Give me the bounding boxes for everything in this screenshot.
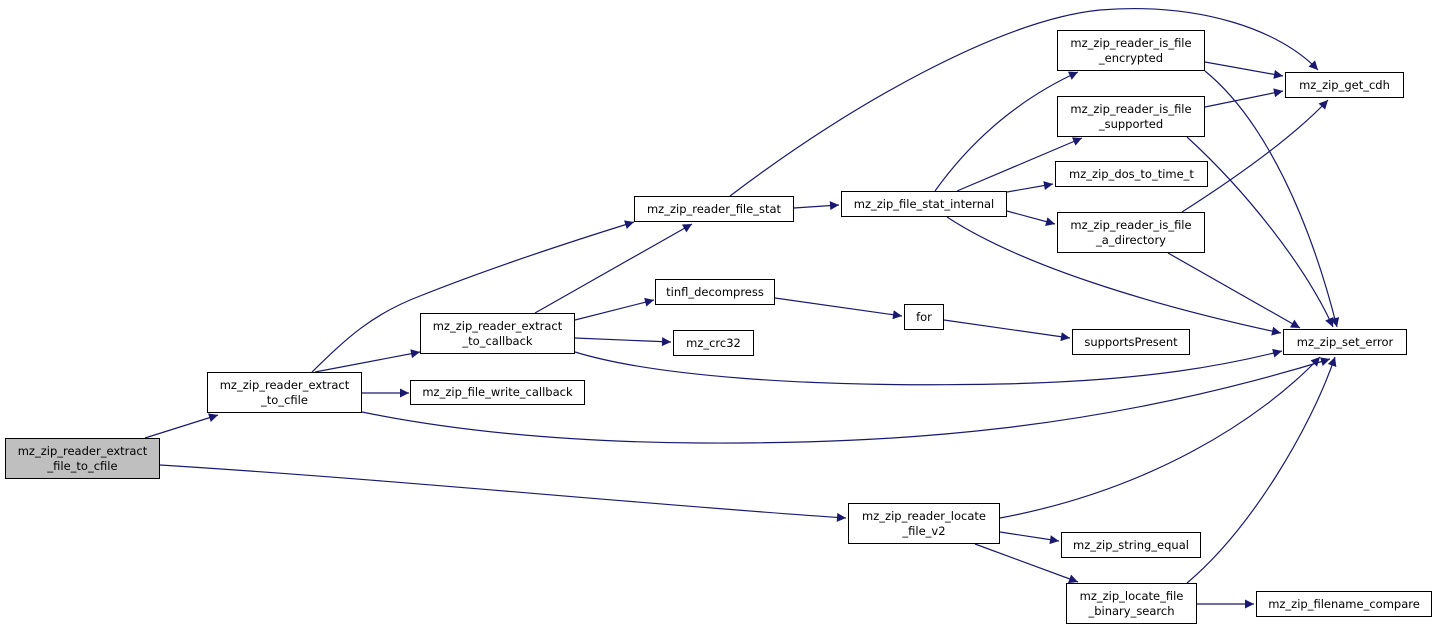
node-mz-zip-file-stat-internal[interactable]: mz_zip_file_stat_internal [841, 191, 1007, 217]
node-label: mz_zip_locate_file _binary_search [1079, 588, 1184, 618]
node-mz-zip-reader-locate-file-v2[interactable]: mz_zip_reader_locate _file_v2 [848, 503, 1000, 544]
edge-extract-to-cfile-to-extract-to-callback [314, 349, 421, 373]
node-label: mz_zip_reader_is_file _supported [1070, 101, 1192, 131]
edge-file-stat-internal-to-is-file-encrypted [934, 71, 1079, 192]
edge-file-stat-to-file-stat-internal [793, 201, 840, 211]
node-mz-zip-file-write-callback[interactable]: mz_zip_file_write_callback [410, 380, 585, 405]
node-label: tinfl_decompress [666, 284, 764, 299]
node-mz-zip-locate-file-binary-search[interactable]: mz_zip_locate_file _binary_search [1066, 583, 1197, 624]
edge-root-to-extract-to-cfile [144, 413, 219, 439]
node-label: mz_zip_filename_compare [1268, 596, 1420, 611]
edge-is-file-a-directory-to-set-error [1167, 252, 1301, 329]
node-label: mz_zip_set_error [1296, 334, 1394, 349]
edge-is-file-a-directory-to-get-cdh [1181, 99, 1329, 213]
node-mz-zip-reader-is-file-a-directory[interactable]: mz_zip_reader_is_file _a_directory [1057, 212, 1205, 253]
edge-tinfl-decompress-to-for [774, 297, 903, 320]
edge-locate-file-binary-search-to-set-error [1186, 356, 1337, 584]
edge-file-stat-internal-to-set-error [946, 216, 1282, 336]
edge-locate-file-v2-to-string-equal [999, 531, 1060, 545]
node-mz-zip-reader-extract-to-cfile[interactable]: mz_zip_reader_extract _to_cfile [207, 372, 362, 413]
edge-extract-to-callback-to-tinfl-decompress [574, 297, 655, 321]
node-mz-zip-filename-compare[interactable]: mz_zip_filename_compare [1256, 591, 1432, 617]
node-label: mz_zip_file_write_callback [422, 385, 573, 399]
edge-extract-to-callback-to-file-stat [534, 223, 693, 314]
edge-extract-to-callback-to-crc32 [574, 337, 672, 347]
edge-file-stat-internal-to-is-file-supported [956, 137, 1083, 192]
node-mz-crc32[interactable]: mz_crc32 [673, 330, 754, 356]
edge-extract-to-callback-to-set-error [574, 348, 1283, 386]
node-label: mz_crc32 [686, 335, 741, 350]
edge-file-stat-to-get-cdh [729, 8, 1319, 197]
node-mz-zip-reader-extract-file-to-cfile[interactable]: mz_zip_reader_extract _file_to_cfile [5, 438, 160, 479]
node-for[interactable]: for [904, 304, 944, 330]
edge-is-file-encrypted-to-get-cdh [1204, 61, 1284, 79]
node-label: mz_zip_string_equal [1073, 537, 1189, 552]
edge-is-file-supported-to-get-cdh [1204, 88, 1284, 108]
edge-is-file-supported-to-set-error [1186, 136, 1334, 328]
node-label: mz_zip_reader_file_stat [646, 201, 782, 216]
edge-extract-to-cfile-to-file-stat [311, 220, 635, 373]
node-label: mz_zip_reader_extract _to_callback [432, 318, 563, 348]
edge-file-stat-internal-to-dos-to-time-t [1006, 181, 1054, 193]
node-label: mz_zip_reader_locate _file_v2 [862, 508, 986, 538]
node-mz-zip-reader-is-file-encrypted[interactable]: mz_zip_reader_is_file _encrypted [1057, 30, 1205, 71]
edge-locate-file-v2-to-set-error [999, 356, 1321, 519]
node-label: mz_zip_reader_is_file _encrypted [1070, 35, 1192, 65]
edge-extract-to-cfile-to-set-error [361, 357, 1331, 444]
node-label: for [916, 309, 932, 324]
node-tinfl-decompress[interactable]: tinfl_decompress [655, 279, 775, 305]
node-mz-zip-reader-extract-to-callback[interactable]: mz_zip_reader_extract _to_callback [420, 313, 575, 354]
edge-for-to-supports-present [943, 319, 1071, 342]
node-label: mz_zip_file_stat_internal [853, 196, 995, 211]
edge-file-stat-internal-to-is-file-a-directory [1006, 210, 1056, 226]
node-label: mz_zip_reader_is_file _a_directory [1070, 217, 1192, 247]
node-mz-zip-get-cdh[interactable]: mz_zip_get_cdh [1285, 72, 1404, 98]
node-mz-zip-dos-to-time-t[interactable]: mz_zip_dos_to_time_t [1055, 161, 1208, 187]
node-mz-zip-string-equal[interactable]: mz_zip_string_equal [1061, 532, 1201, 558]
node-label: mz_zip_dos_to_time_t [1069, 166, 1194, 181]
node-mz-zip-reader-file-stat[interactable]: mz_zip_reader_file_stat [634, 196, 794, 222]
edge-locate-file-v2-to-locate-file-binary-search [974, 543, 1079, 584]
node-mz-zip-set-error[interactable]: mz_zip_set_error [1283, 329, 1407, 355]
node-label: mz_zip_reader_extract _file_to_cfile [17, 443, 148, 473]
node-supports-present[interactable]: supportsPresent [1072, 329, 1190, 355]
node-label: mz_zip_reader_extract _to_cfile [219, 377, 350, 407]
node-mz-zip-reader-is-file-supported[interactable]: mz_zip_reader_is_file _supported [1057, 96, 1205, 137]
edge-root-to-locate-file-v2 [159, 464, 847, 522]
node-label: mz_zip_get_cdh [1299, 77, 1390, 92]
edge-is-file-encrypted-to-set-error [1204, 70, 1340, 328]
node-label: supportsPresent [1084, 334, 1178, 349]
